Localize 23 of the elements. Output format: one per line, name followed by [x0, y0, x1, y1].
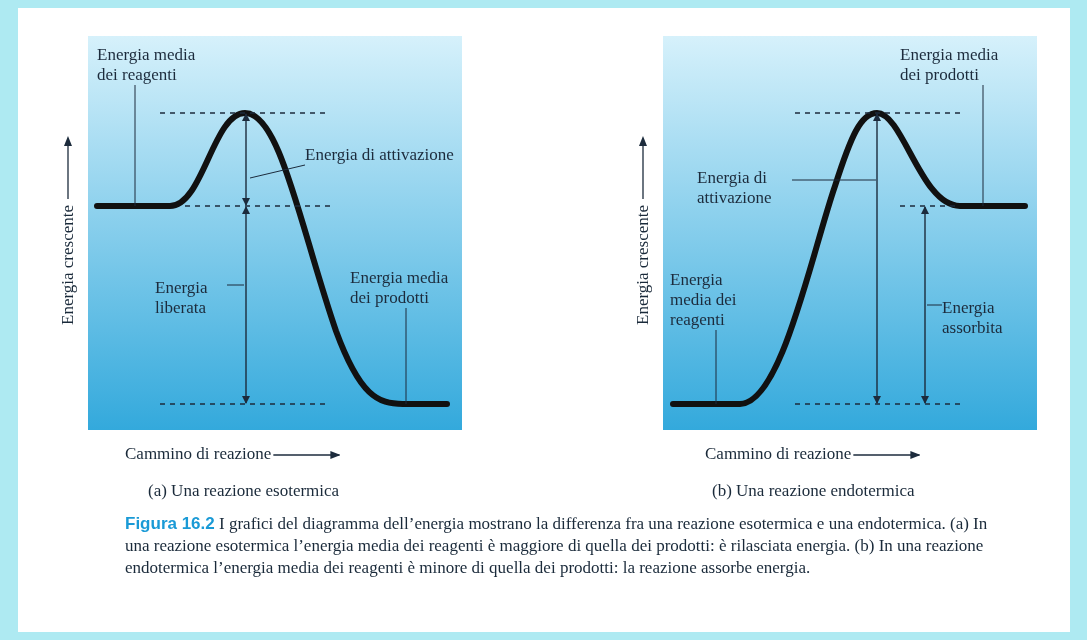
callout-text: Energia di attivazione	[305, 145, 454, 165]
leader-line	[249, 164, 306, 179]
callout-text: Energia di attivazione	[697, 168, 792, 208]
leader-line	[405, 307, 407, 405]
callout-text: Energia media dei prodotti	[900, 45, 1022, 85]
leader-line	[982, 84, 984, 207]
leader-line	[926, 304, 943, 306]
leader-line	[715, 329, 717, 405]
callout-text: Energia media dei prodotti	[350, 268, 450, 308]
leader-line	[134, 84, 136, 207]
callout-text: Energia media dei reagenti	[670, 270, 765, 330]
figure-caption: Figura 16.2 I grafici del diagramma dell’energia mostrano la differenza fra una reazione esotermica e una endotermica. (a) In una reazione esotermica l’energia media dei reagenti è maggiore di quella dei prodotti: è rilasciata energia. (b) In una reazione endotermica l’energia media dei reagenti è minore di quella dei prodotti: la reazione assorbe energia.	[125, 513, 989, 579]
leader-line	[226, 284, 245, 286]
callout-text: Energia media dei reagenti	[97, 45, 219, 85]
axis-title: Cammino di reazione	[125, 444, 272, 464]
subcaption: (a) Una reazione esotermica	[148, 481, 340, 501]
axis-title: Cammino di reazione	[705, 444, 852, 464]
callout-text: Energia liberata	[155, 278, 227, 318]
callout-text: Energia assorbita	[942, 298, 1027, 338]
subcaption: (b) Una reazione endotermica	[712, 481, 915, 501]
axis-title: Energia crescente	[58, 205, 78, 325]
leader-line	[791, 179, 877, 181]
axis-title: Energia crescente	[633, 205, 653, 325]
